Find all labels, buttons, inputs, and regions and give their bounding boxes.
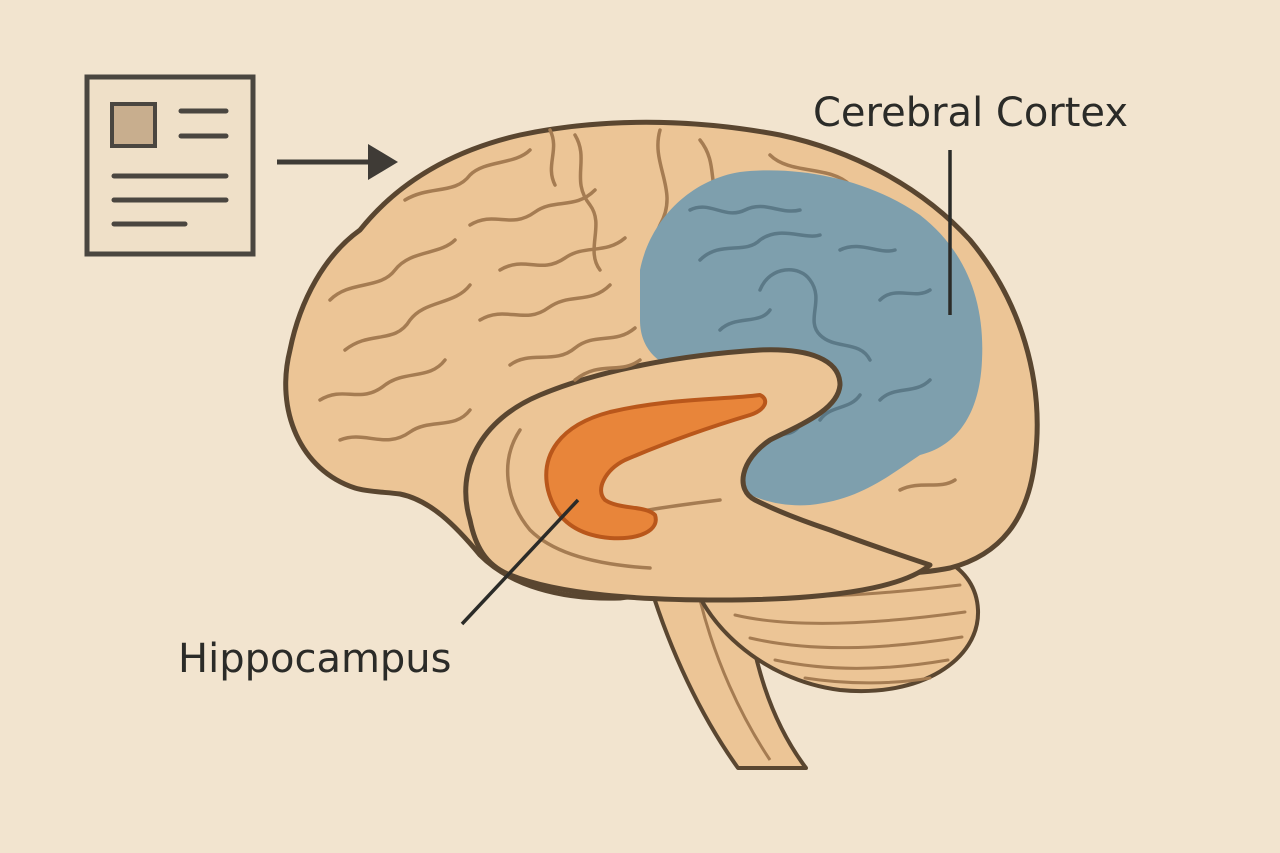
hippocampus-region [544, 393, 768, 541]
hippocampus-leader-line [460, 498, 580, 626]
temporal-lobe [463, 347, 933, 603]
arrow-right-icon [277, 144, 398, 180]
document-icon [84, 74, 256, 257]
cortex-label: Cerebral Cortex [813, 90, 1128, 136]
hippocampus-label: Hippocampus [178, 636, 452, 682]
